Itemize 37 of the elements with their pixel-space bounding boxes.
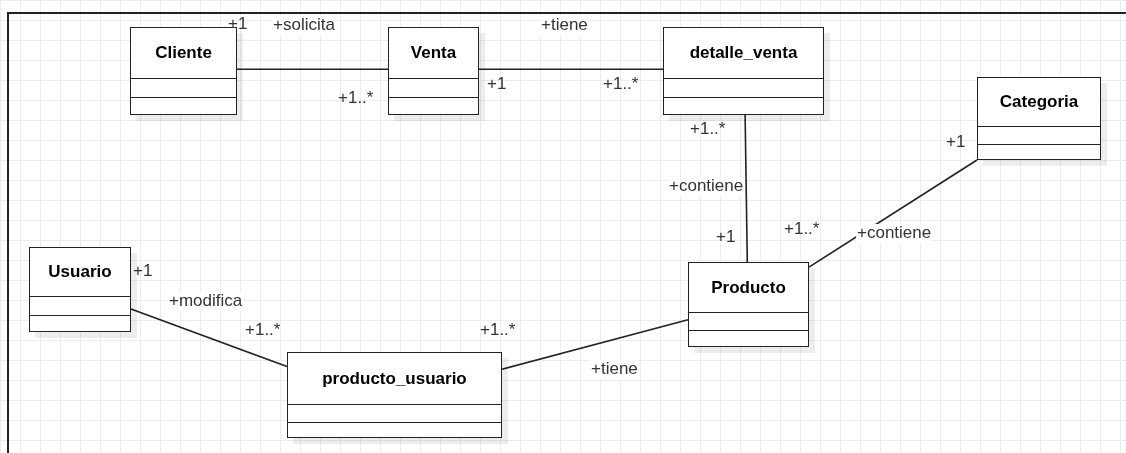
- multiplicity-label: +1..*: [480, 321, 516, 340]
- association-line: [236, 68, 389, 71]
- multiplicity-label: +1..*: [338, 89, 374, 108]
- association-line: [501, 319, 689, 370]
- multiplicity-label: +1: [716, 228, 736, 247]
- role-label: +tiene: [540, 16, 589, 35]
- class-box: [977, 77, 1101, 160]
- role-label: +tiene: [590, 360, 639, 379]
- multiplicity-label: +1: [487, 75, 507, 94]
- role-label: +contiene: [856, 224, 933, 243]
- class-name: Producto: [711, 277, 786, 298]
- multiplicity-label: +1: [946, 133, 966, 152]
- class-box: [663, 27, 824, 115]
- association-line: [130, 308, 288, 368]
- association-line: [744, 114, 749, 263]
- multiplicity-label: +1..*: [603, 75, 639, 94]
- association-line: [808, 159, 978, 268]
- multiplicity-label: +1..*: [245, 321, 281, 340]
- association-line: [478, 68, 664, 71]
- multiplicity-label: +1..*: [690, 120, 726, 139]
- class-box: [130, 27, 237, 115]
- role-label: +modifica: [168, 292, 244, 311]
- multiplicity-label: +1: [133, 262, 153, 281]
- class-box: [29, 247, 131, 332]
- class-name: detalle_venta: [689, 43, 798, 63]
- multiplicity-label: +1: [228, 15, 248, 34]
- class-name: Venta: [410, 43, 457, 63]
- role-label: +contiene: [668, 177, 745, 196]
- class-name: Categoria: [999, 92, 1079, 112]
- class-box: [688, 262, 809, 347]
- class-name: producto_usuario: [322, 368, 467, 389]
- class-box: [388, 27, 479, 115]
- class-name: Usuario: [48, 262, 112, 282]
- multiplicity-label: +1..*: [784, 220, 820, 239]
- class-name: Cliente: [155, 43, 212, 63]
- role-label: +solicita: [272, 16, 336, 35]
- class-box: [287, 352, 502, 438]
